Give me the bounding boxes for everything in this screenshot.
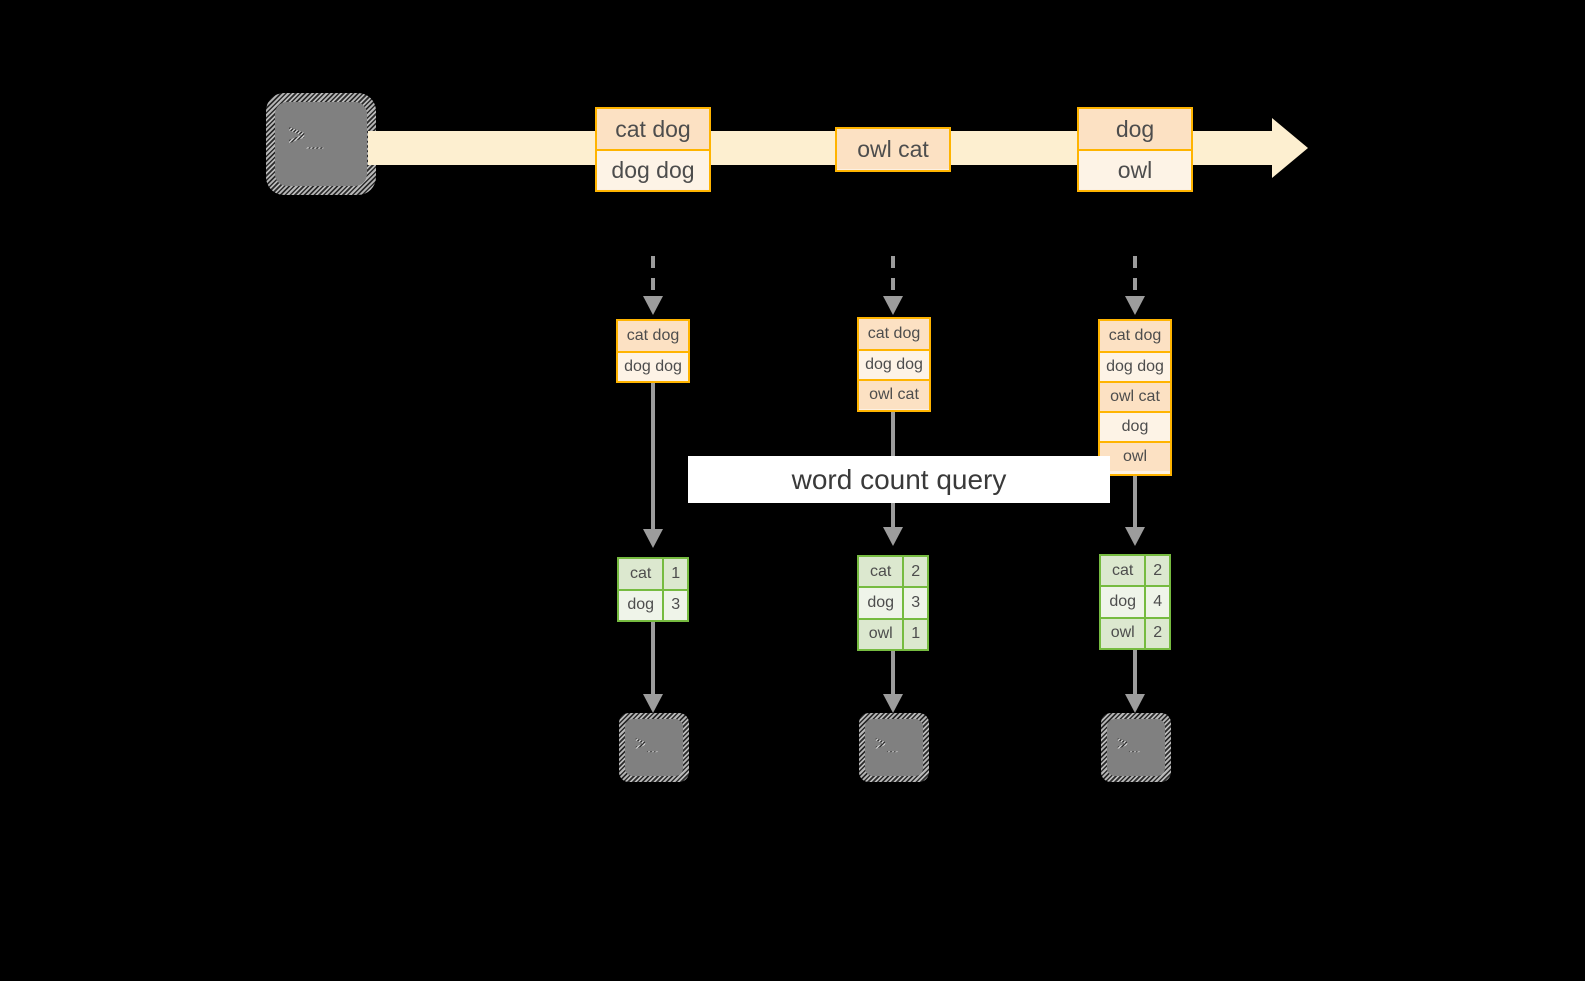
- table-row: owl 2: [1101, 616, 1169, 648]
- snapshot-1-sink-connector: [651, 622, 655, 698]
- stream-to-snapshot-arrowhead-2: [883, 296, 903, 315]
- source-terminal-icon: >_: [266, 93, 376, 195]
- input-line: cat dog: [618, 321, 688, 351]
- event-line: owl: [1079, 149, 1191, 189]
- event-line: owl cat: [837, 129, 949, 169]
- result-word: owl: [1101, 618, 1145, 648]
- table-row: cat 2: [1101, 556, 1169, 586]
- input-line: cat dog: [1100, 321, 1170, 351]
- query-label: word count query: [791, 463, 1007, 495]
- terminal-body: [275, 102, 367, 186]
- snapshot-3-input-stack: cat dog dog dog owl cat dog owl: [1098, 319, 1172, 476]
- input-line: dog dog: [1100, 351, 1170, 381]
- snapshot-3-sink-arrowhead: [1125, 694, 1145, 713]
- table-row: dog 4: [1101, 585, 1169, 617]
- snapshot-3-query-connector: [1133, 476, 1137, 530]
- event-line: dog dog: [597, 149, 709, 189]
- snapshot-2-sink-arrowhead: [883, 694, 903, 713]
- table-row: cat 2: [859, 557, 927, 587]
- terminal-body: [865, 719, 923, 776]
- result-word: cat: [1101, 556, 1145, 586]
- stream-to-snapshot-arrowhead-3: [1125, 296, 1145, 315]
- snapshot-1-input-stack: cat dog dog dog: [616, 319, 690, 383]
- result-word: cat: [859, 557, 903, 587]
- terminal-body: [625, 719, 683, 776]
- input-line: dog: [1100, 411, 1170, 441]
- stream-to-snapshot-arrowhead-1: [643, 296, 663, 315]
- stream-event-group-1: cat dog dog dog: [595, 107, 711, 192]
- snapshot-1-query-connector: [651, 383, 655, 531]
- result-word: cat: [619, 559, 663, 589]
- result-count: 1: [662, 559, 687, 589]
- result-count: 2: [1144, 556, 1169, 586]
- input-line: owl cat: [859, 379, 929, 409]
- result-word: dog: [859, 588, 903, 618]
- result-count: 2: [1144, 618, 1169, 648]
- event-line: cat dog: [597, 109, 709, 149]
- snapshot-3-query-arrowhead: [1125, 527, 1145, 546]
- input-line: owl: [1100, 441, 1170, 471]
- snapshot-1-result-table: cat 1 dog 3: [617, 557, 689, 622]
- result-count: 1: [902, 619, 927, 649]
- snapshot-1-sink-arrowhead: [643, 694, 663, 713]
- stream-event-group-2: owl cat: [835, 127, 951, 172]
- snapshot-1-query-arrowhead: [643, 529, 663, 548]
- table-row: cat 1: [619, 559, 687, 589]
- terminal-prompt-glyph: >_: [875, 734, 899, 755]
- snapshot-3-result-table: cat 2 dog 4 owl 2: [1099, 554, 1171, 650]
- event-stream-arrowhead: [1272, 118, 1308, 178]
- stream-event-group-3: dog owl: [1077, 107, 1193, 192]
- snapshot-2-query-arrowhead: [883, 527, 903, 546]
- table-row: dog 3: [859, 586, 927, 618]
- stream-to-snapshot-connector-3: [1133, 256, 1137, 298]
- result-word: owl: [859, 619, 903, 649]
- snapshot-3-sink-connector: [1133, 650, 1137, 698]
- input-line: dog dog: [859, 349, 929, 379]
- snapshot-2-input-stack: cat dog dog dog owl cat: [857, 317, 931, 412]
- snapshot-2-result-table: cat 2 dog 3 owl 1: [857, 555, 929, 651]
- result-word: dog: [1101, 587, 1145, 617]
- table-row: owl 1: [859, 617, 927, 649]
- stream-to-snapshot-connector-1: [651, 256, 655, 298]
- stream-to-snapshot-connector-2: [891, 256, 895, 298]
- snapshot-2-sink-connector: [891, 651, 895, 698]
- input-line: cat dog: [859, 319, 929, 349]
- terminal-prompt-glyph: >_: [1117, 734, 1141, 755]
- input-line: owl cat: [1100, 381, 1170, 411]
- result-count: 4: [1144, 587, 1169, 617]
- terminal-prompt-glyph: >_: [635, 734, 659, 755]
- result-count: 2: [902, 557, 927, 587]
- snapshot-2-sink-terminal-icon: >_: [859, 713, 929, 782]
- input-line: dog dog: [618, 351, 688, 381]
- terminal-body: [1107, 719, 1165, 776]
- result-count: 3: [662, 590, 687, 620]
- event-line: dog: [1079, 109, 1191, 149]
- result-count: 3: [902, 588, 927, 618]
- snapshot-1-sink-terminal-icon: >_: [619, 713, 689, 782]
- snapshot-3-sink-terminal-icon: >_: [1101, 713, 1171, 782]
- word-count-query-banner: word count query: [688, 456, 1110, 503]
- result-word: dog: [619, 590, 663, 620]
- table-row: dog 3: [619, 588, 687, 620]
- terminal-prompt-glyph: >_: [288, 119, 325, 152]
